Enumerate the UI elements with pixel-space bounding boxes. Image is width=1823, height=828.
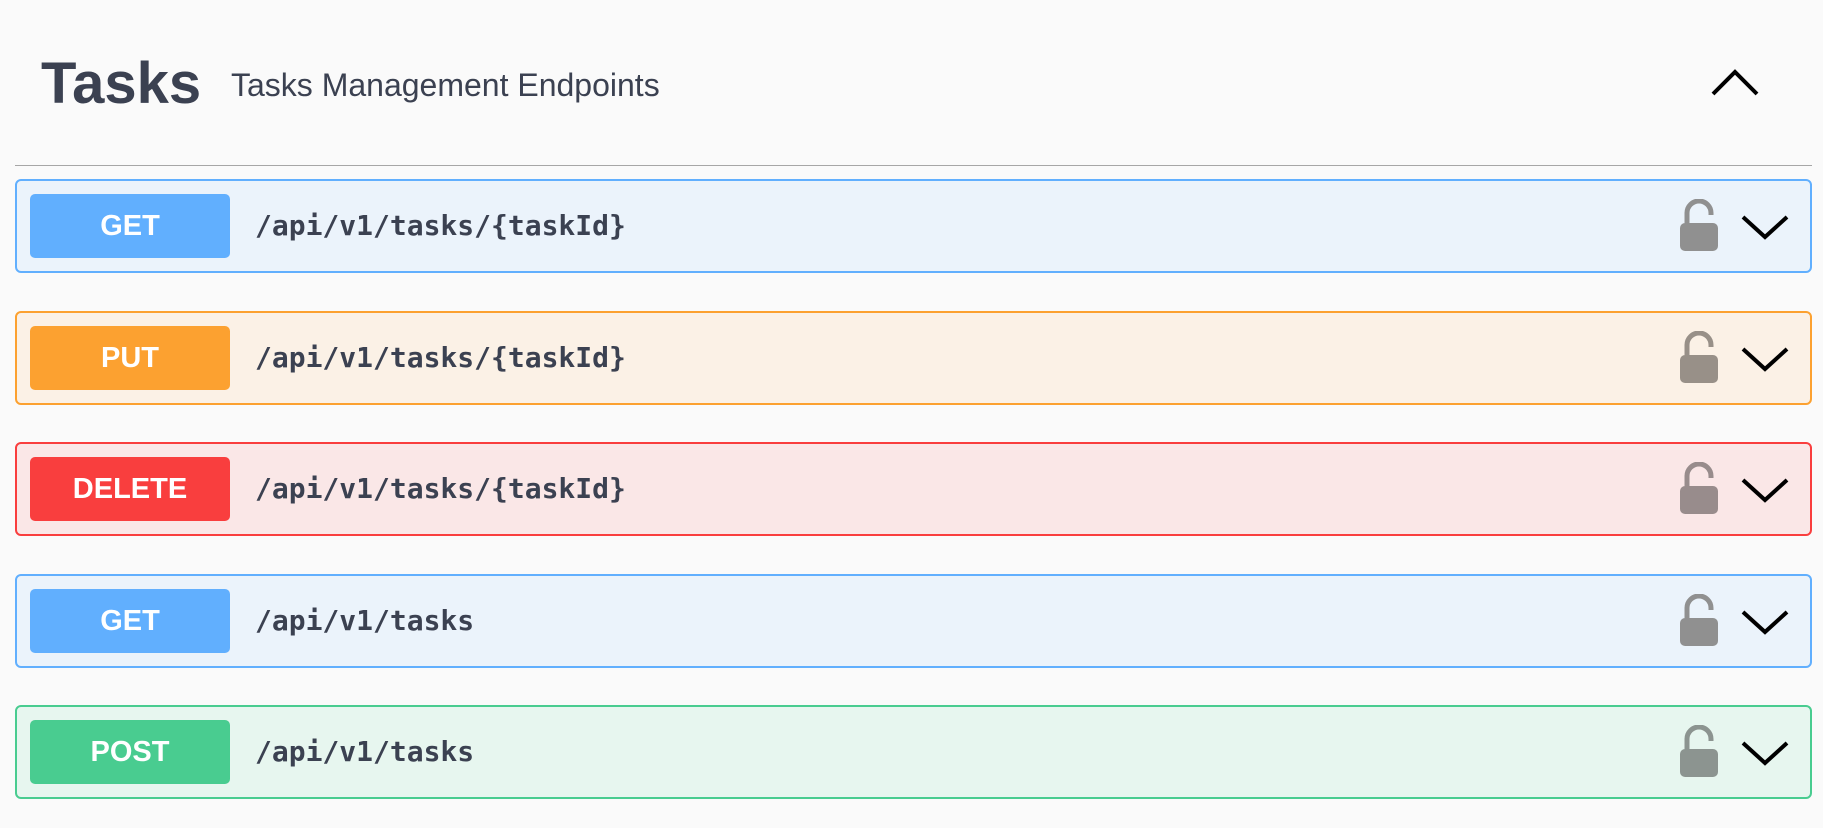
tag-description: Tasks Management Endpoints — [231, 67, 660, 103]
operation-path: /api/v1/tasks — [255, 735, 475, 768]
chevron-up-icon — [1711, 69, 1759, 96]
unlock-icon[interactable] — [1677, 462, 1721, 516]
method-badge: POST — [30, 720, 230, 784]
unlock-icon[interactable] — [1677, 725, 1721, 779]
method-badge: DELETE — [30, 457, 230, 521]
chevron-down-icon[interactable] — [1737, 598, 1793, 644]
method-badge: GET — [30, 194, 230, 258]
chevron-down-icon[interactable] — [1737, 466, 1793, 512]
method-badge: GET — [30, 589, 230, 653]
tag-header[interactable]: Tasks Tasks Management Endpoints — [15, 0, 1812, 166]
operation-path: /api/v1/tasks/{taskId} — [255, 472, 626, 505]
chevron-down-icon[interactable] — [1737, 335, 1793, 381]
operation-delete-task[interactable]: DELETE /api/v1/tasks/{taskId} — [15, 442, 1812, 536]
operation-get-task[interactable]: GET /api/v1/tasks/{taskId} — [15, 179, 1812, 273]
unlock-icon[interactable] — [1677, 199, 1721, 253]
operation-path: /api/v1/tasks/{taskId} — [255, 209, 626, 242]
unlock-icon[interactable] — [1677, 331, 1721, 385]
operation-get-tasks[interactable]: GET /api/v1/tasks — [15, 574, 1812, 668]
operation-put-task[interactable]: PUT /api/v1/tasks/{taskId} — [15, 311, 1812, 405]
chevron-down-icon[interactable] — [1737, 203, 1793, 249]
method-badge: PUT — [30, 326, 230, 390]
collapse-button[interactable] — [1705, 56, 1765, 106]
chevron-down-icon[interactable] — [1737, 729, 1793, 775]
operation-path: /api/v1/tasks/{taskId} — [255, 341, 626, 374]
tag-title: Tasks — [41, 51, 202, 116]
operation-path: /api/v1/tasks — [255, 604, 475, 637]
unlock-icon[interactable] — [1677, 594, 1721, 648]
operation-post-tasks[interactable]: POST /api/v1/tasks — [15, 705, 1812, 799]
